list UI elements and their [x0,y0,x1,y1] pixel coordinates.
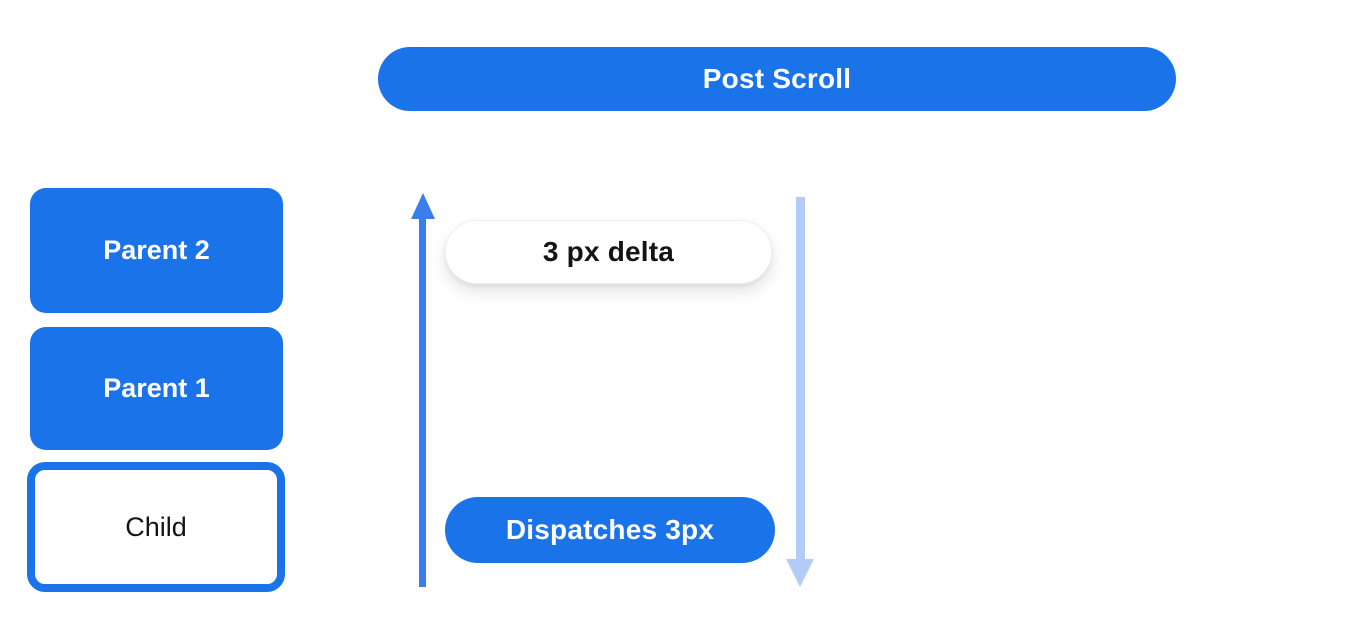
parent1-label: Parent 1 [103,373,210,403]
parent2-label: Parent 2 [103,235,210,265]
parent1-box: Parent 1 [30,327,283,450]
dispatch-pill: Dispatches 3px [445,497,775,563]
scroll-up-arrow-icon [411,193,435,587]
down-arrowhead-icon [786,559,814,587]
up-arrow-shaft [419,217,426,587]
dispatch-label: Dispatches 3px [505,514,715,545]
down-arrow-shaft [796,197,805,560]
post-scroll-label: Post Scroll [702,63,852,94]
delta-label: 3 px delta [542,236,675,267]
post-scroll-pill: Post Scroll [378,47,1176,111]
parent2-box: Parent 2 [30,188,283,313]
child-box: Child [27,462,285,592]
scroll-down-arrow-icon [786,197,815,587]
child-label: Child [125,511,187,542]
delta-pill: 3 px delta [445,220,772,284]
up-arrowhead-icon [411,193,435,219]
